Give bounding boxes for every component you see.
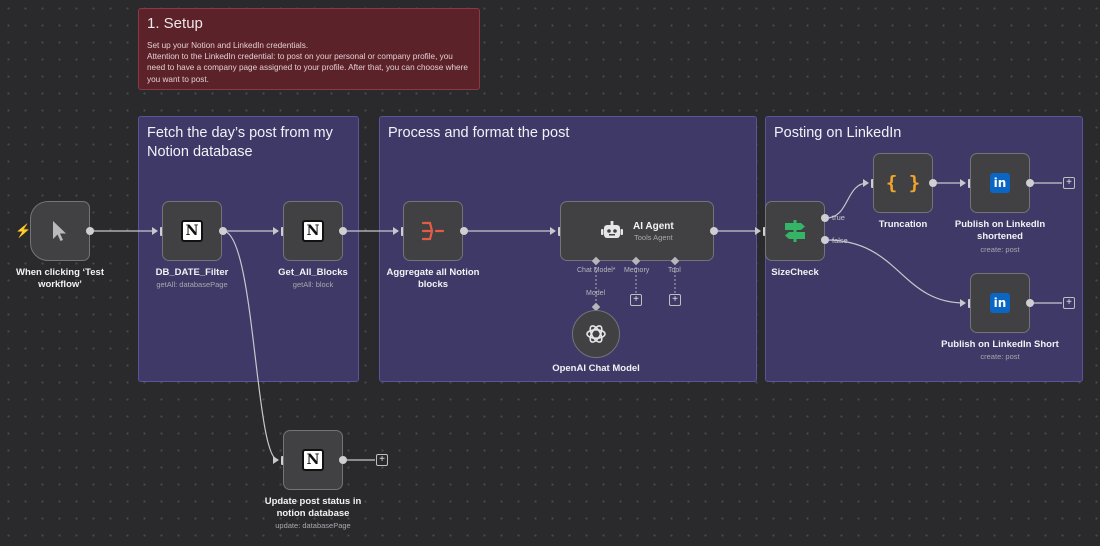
signpost-icon [785,220,805,242]
sizecheck-label: SizeCheck [771,267,819,278]
trigger-bolt-icon: ⚡ [15,223,32,238]
aggregate-icon [421,221,445,241]
getblocks-output-port[interactable] [339,227,347,235]
trigger-label: When clicking ‘Test workflow’ [16,267,104,290]
publish-short-output-port[interactable] [1026,299,1034,307]
update-label: Update post status in notion database [264,496,362,519]
agent-output-port[interactable] [710,227,718,235]
agent-memory-label: Memory [624,267,650,274]
update-output-port[interactable] [339,456,347,464]
node-sizecheck[interactable] [765,201,825,261]
publish-shortened-label: Publish on LinkedIn shortened [954,219,1046,242]
agent-title: AI Agent [633,220,674,232]
arrow-aggregate [393,227,399,235]
node-truncation[interactable]: { } [873,153,933,213]
trigger-output-port[interactable] [86,227,94,235]
publish-short-subtitle: create: post [980,352,1020,361]
getblocks-subtitle: getAll: block [292,280,334,289]
cursor-icon [53,221,66,241]
robot-icon [601,221,623,238]
wire-sizecheck-false [825,239,966,304]
publish-shortened-output-port[interactable] [1026,179,1034,187]
setup-sticky-note[interactable]: 1. Setup Set up your Notion and LinkedIn… [138,8,480,90]
node-openai-chat-model[interactable] [572,310,620,358]
arrow-publish-shortened [960,179,966,187]
node-publish-linkedin-short[interactable]: in [970,273,1030,333]
notion-icon: N [302,220,324,242]
group-process-title: Process and format the post [388,125,570,141]
arrow-getblocks [273,227,279,235]
arrow-sizecheck [755,227,761,235]
wire-dbfilter-to-update [222,230,279,461]
code-braces-icon: { } [885,172,921,194]
publish-short-label: Publish on LinkedIn Short [941,339,1059,350]
sticky-note-title: 1. Setup [147,15,203,32]
group-posting-title: Posting on LinkedIn [774,125,902,141]
node-get-all-blocks[interactable]: N [283,201,343,261]
arrow-truncation [863,179,869,187]
sizecheck-true-label: true [832,213,845,222]
truncation-output-port[interactable] [929,179,937,187]
node-publish-linkedin-shortened[interactable]: in [970,153,1030,213]
arrow-publish-short [960,299,966,307]
arrow-update [273,456,279,464]
getblocks-label: Get_All_Blocks [278,267,348,278]
dbfilter-label: DB_DATE_Filter [155,267,229,278]
notion-icon: N [302,449,324,471]
sizecheck-true-port[interactable] [821,214,829,222]
publish-shortened-subtitle: create: post [980,245,1020,254]
dbfilter-output-port[interactable] [219,227,227,235]
linkedin-icon: in [990,173,1010,193]
add-after-publish-short-button[interactable]: + [1063,297,1075,309]
arrow-dbfilter [152,227,158,235]
agent-chat-model-label: Chat Model* [577,267,616,274]
node-update-post-status[interactable]: N [283,430,343,490]
agent-subtitle: Tools Agent [633,232,673,242]
agent-tool-label: Tool [668,267,681,274]
node-aggregate[interactable] [403,201,463,261]
sticky-note-body: Set up your Notion and LinkedIn credenti… [147,41,468,84]
aggregate-label: Aggregate all Notion blocks [386,267,480,290]
dbfilter-subtitle: getAll: databasePage [156,280,228,289]
openai-model-port-label: Model [586,290,606,297]
sizecheck-false-port[interactable] [821,236,829,244]
node-db-date-filter[interactable]: N [162,201,222,261]
node-ai-agent[interactable]: AI Agent Tools Agent [560,201,714,261]
arrow-agent [550,227,556,235]
linkedin-icon: in [990,293,1010,313]
group-fetch-title: Fetch the day’s post from my Notion data… [147,125,333,160]
sizecheck-false-label: false [832,236,848,245]
truncation-label: Truncation [878,219,928,230]
add-tool-button[interactable]: + [669,294,681,306]
add-memory-button[interactable]: + [630,294,642,306]
openai-label: OpenAI Chat Model [552,363,640,374]
node-trigger[interactable] [30,201,90,261]
wire-sizecheck-true [825,182,869,219]
notion-icon: N [181,220,203,242]
add-after-update-button[interactable]: + [376,454,388,466]
aggregate-output-port[interactable] [460,227,468,235]
update-subtitle: update: databasePage [275,521,351,530]
add-after-publish-shortened-button[interactable]: + [1063,177,1075,189]
openai-icon [586,325,606,343]
